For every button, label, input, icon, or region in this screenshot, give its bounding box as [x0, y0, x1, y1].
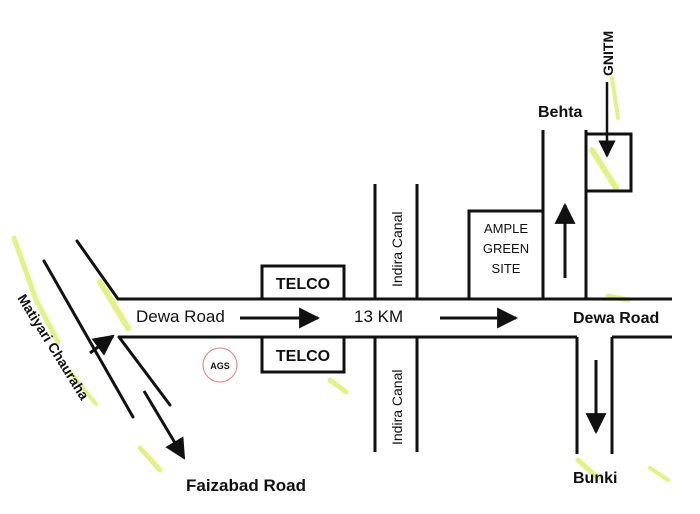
matiyari-chauraha-road — [42, 239, 172, 419]
ample-label-line1: AMPLE — [484, 221, 528, 236]
bunki-road — [575, 337, 614, 454]
telco-top-box — [260, 264, 346, 301]
telco-bottom-label: TELCO — [276, 348, 330, 365]
seal-text: AGS — [210, 361, 230, 371]
ags-seal: AGS — [202, 347, 238, 383]
telco-top-label: TELCO — [276, 276, 330, 293]
faizabad-road-arrow — [142, 390, 186, 460]
behta-label: Behta — [538, 104, 583, 121]
indira-canal-bottom-label: Indira Canal — [389, 370, 405, 446]
highlighter-marks — [11, 76, 670, 482]
gnitm-label: GNITM — [600, 31, 616, 76]
ample-label-line3: SITE — [492, 261, 521, 276]
ample-label-line2: GREEN — [483, 241, 529, 256]
telco-bottom-box — [260, 335, 346, 374]
dewa-road-right-label: Dewa Road — [573, 310, 659, 327]
gnitm-box — [584, 132, 633, 193]
matiyari-up-arrow — [89, 334, 115, 356]
dewa-road-left-label: Dewa Road — [136, 307, 225, 326]
distance-label: 13 KM — [354, 307, 403, 326]
indira-canal — [373, 184, 419, 452]
ample-green-site-box — [467, 209, 545, 301]
bunki-label: Bunki — [573, 470, 617, 487]
indira-canal-top-label: Indira Canal — [389, 212, 405, 288]
faizabad-road-label: Faizabad Road — [186, 476, 306, 495]
matiyari-chauraha-label: Matiyari Chauraha — [14, 291, 92, 403]
dewa-road — [118, 297, 672, 339]
